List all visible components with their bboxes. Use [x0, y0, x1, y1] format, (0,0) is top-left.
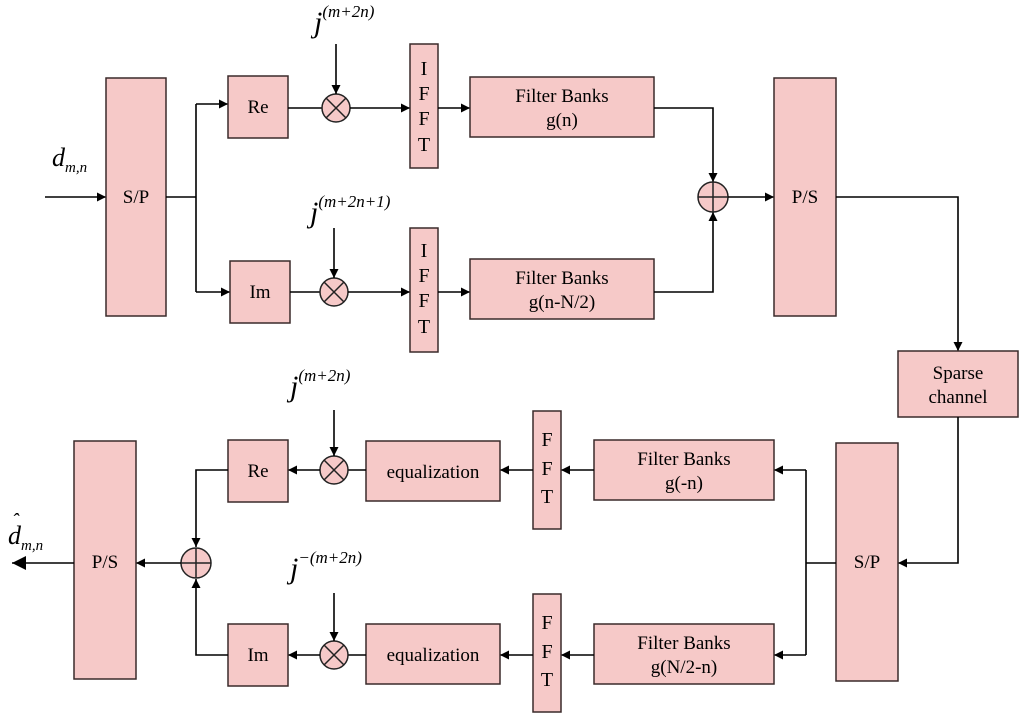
- rx-filter-bank-bottom: [593, 623, 775, 685]
- svg-text:F: F: [418, 83, 429, 105]
- rx-equalization-top-label: equalization: [387, 462, 480, 483]
- tx-adder: [697, 181, 729, 213]
- rx-bottom-phase: j−(m+2n): [286, 548, 362, 585]
- tx-split-wire: [166, 104, 197, 292]
- svg-text:F: F: [541, 641, 552, 663]
- tx-filter-bank-bottom-fn: g(n-N/2): [529, 292, 595, 313]
- tx-ps-label: P/S: [792, 187, 818, 208]
- tx-filter-bank-top: [469, 76, 655, 138]
- tx-bottom-phase: j(m+2n+1): [306, 192, 391, 229]
- tx-filter-bank-top-label: Filter Banks: [515, 86, 608, 107]
- sparse-channel-label-1: Sparse: [933, 363, 984, 384]
- output-symbol: dm,n: [8, 521, 43, 554]
- rx-ps-label: P/S: [92, 552, 118, 573]
- svg-text:F: F: [541, 612, 552, 634]
- svg-text:T: T: [541, 669, 553, 691]
- sparse-channel-block: [897, 350, 1019, 418]
- tx-ifft-top-label: I F F T: [418, 58, 430, 156]
- rx-equalization-bottom: [365, 623, 501, 685]
- tx-filter-bank-bottom: [469, 258, 655, 320]
- input-symbol: dm,n: [52, 143, 87, 176]
- tx-filter-bank-bottom-label: Filter Banks: [515, 268, 608, 289]
- rx-fft-bottom-block: [532, 593, 562, 713]
- rx-adder: [180, 547, 212, 579]
- channel-to-rx-sp: [898, 417, 959, 568]
- rx-fft-bottom-label: F F T: [541, 612, 553, 691]
- tx-fb-top-to-adder: [654, 107, 718, 182]
- svg-text:T: T: [418, 316, 430, 338]
- rx-top-phase: j(m+2n): [286, 366, 351, 403]
- tx-ifft-top-block: [409, 43, 439, 169]
- rx-fft-top-block: [532, 410, 562, 530]
- rx-re-label: Re: [247, 461, 268, 482]
- output-symbol-hat: ˆ: [12, 510, 20, 532]
- tx-top-multiplier: [321, 93, 351, 123]
- rx-re-to-adder: [191, 469, 228, 547]
- svg-text:F: F: [418, 290, 429, 312]
- rx-filter-bank-bottom-fn: g(N/2-n): [651, 657, 717, 678]
- svg-text:F: F: [418, 108, 429, 130]
- tx-im-label: Im: [249, 282, 270, 303]
- svg-text:T: T: [541, 486, 553, 508]
- rx-im-label: Im: [247, 645, 268, 666]
- rx-equalization-top: [365, 440, 501, 502]
- svg-text:F: F: [541, 429, 552, 451]
- svg-text:T: T: [418, 134, 430, 156]
- svg-text:F: F: [418, 265, 429, 287]
- tx-top-phase: j(m+2n): [310, 2, 375, 39]
- tx-ifft-bottom-block: [409, 227, 439, 353]
- rx-equalization-bottom-label: equalization: [387, 645, 480, 666]
- tx-ifft-bottom-label: I F F T: [418, 240, 430, 338]
- rx-split-wire: [805, 470, 836, 655]
- svg-text:I: I: [421, 240, 428, 262]
- rx-filter-bank-top-label: Filter Banks: [637, 449, 730, 470]
- rx-sp-block: [835, 442, 899, 682]
- tx-filter-bank-top-fn: g(n): [546, 110, 578, 131]
- tx-sp-label: S/P: [123, 187, 149, 208]
- rx-im-to-adder: [191, 579, 228, 656]
- tx-im-block: [229, 260, 291, 324]
- rx-top-multiplier: [319, 455, 349, 485]
- svg-text:I: I: [421, 58, 428, 80]
- rx-re-block: [227, 439, 289, 503]
- rx-bottom-multiplier: [319, 640, 349, 670]
- tx-ps-to-channel: [836, 196, 963, 351]
- rx-sp-label: S/P: [854, 552, 880, 573]
- rx-filter-bank-top-fn: g(-n): [665, 473, 703, 494]
- rx-filter-bank-top: [593, 439, 775, 501]
- tx-re-block: [227, 75, 289, 139]
- sparse-channel-label-2: channel: [928, 387, 987, 408]
- rx-fft-top-label: F F T: [541, 429, 553, 508]
- rx-ps-block: [73, 440, 137, 680]
- tx-re-label: Re: [247, 97, 268, 118]
- tx-bottom-multiplier: [319, 277, 349, 307]
- tx-fb-bottom-to-adder: [654, 212, 718, 293]
- rx-im-block: [227, 623, 289, 687]
- svg-text:F: F: [541, 458, 552, 480]
- rx-filter-bank-bottom-label: Filter Banks: [637, 633, 730, 654]
